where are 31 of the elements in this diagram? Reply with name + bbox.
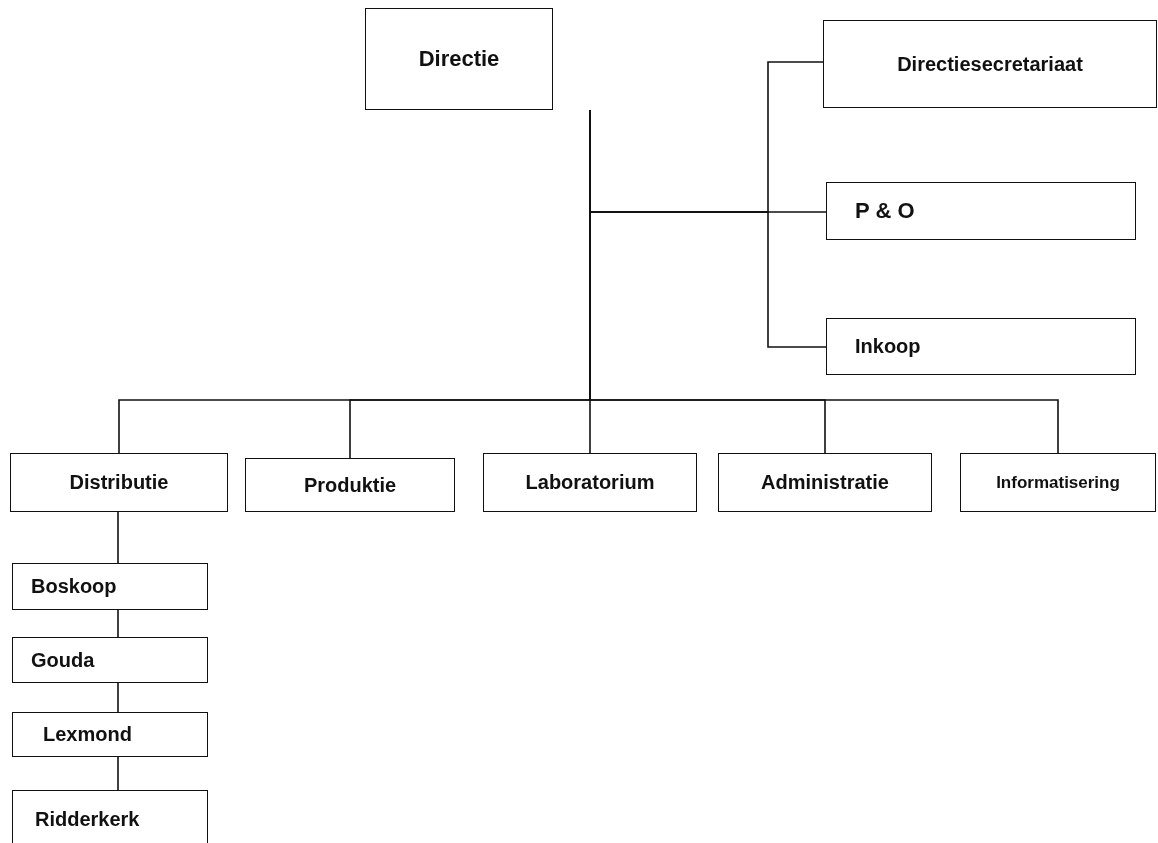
org-box <box>483 453 697 512</box>
unit-name: Administratie <box>761 471 889 494</box>
connector-line <box>117 511 119 564</box>
unit-name: Distributie <box>69 471 169 494</box>
connector-line <box>117 756 119 791</box>
unit-name: Informatisering <box>996 472 1120 493</box>
org-box <box>365 8 553 110</box>
unit-name: Gouda <box>31 648 95 672</box>
org-box <box>718 453 932 512</box>
org-box <box>12 712 208 757</box>
unit-name: Boskoop <box>31 575 117 598</box>
connector-line <box>117 682 119 713</box>
org-box <box>245 458 455 512</box>
org-box <box>12 790 208 843</box>
unit-name: Directiesecretariaat <box>897 52 1083 76</box>
unit-name: P & O <box>855 198 915 224</box>
org-box <box>826 318 1136 375</box>
org-box <box>12 563 208 610</box>
org-box <box>960 453 1156 512</box>
unit-name: Laboratorium <box>525 471 655 494</box>
connector-line <box>589 109 1059 454</box>
unit-name: Inkoop <box>855 335 921 358</box>
unit-name: Ridderkerk <box>35 807 140 831</box>
connector-line <box>117 609 119 638</box>
org-box <box>823 20 1157 108</box>
org-box <box>10 453 228 512</box>
org-box <box>826 182 1136 240</box>
org-box <box>12 637 208 683</box>
unit-name: Directie <box>418 46 500 72</box>
unit-name: Produktie <box>303 473 397 497</box>
unit-name: Lexmond <box>43 723 132 746</box>
